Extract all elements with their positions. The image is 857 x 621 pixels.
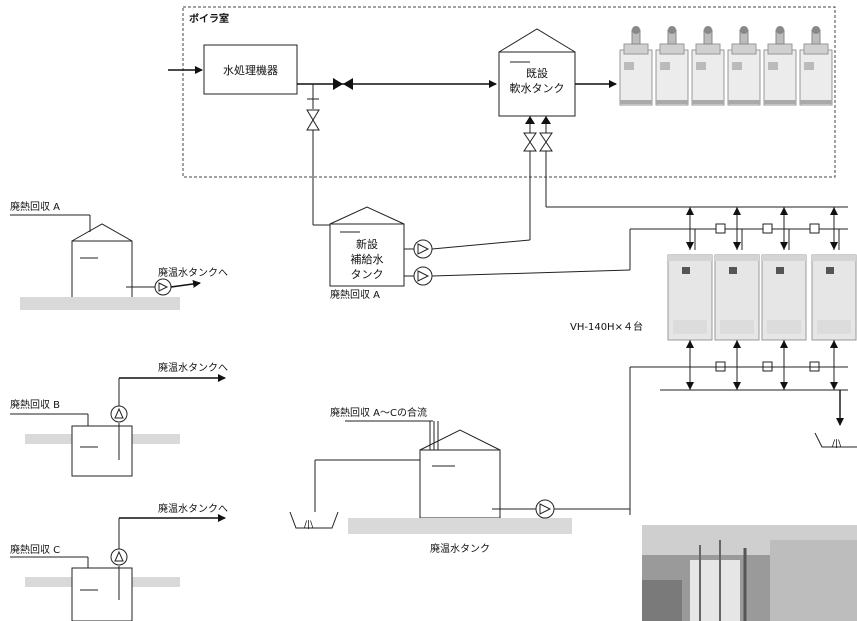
svg-text:既設: 既設 <box>526 66 548 80</box>
svg-text:補給水: 補給水 <box>351 252 384 266</box>
waste-tank-inflow-label: 廃熱回収 A～Cの合流 <box>330 406 427 419</box>
drain-funnel-right: /|\ <box>815 433 857 449</box>
svg-text:新設: 新設 <box>356 237 378 251</box>
waste-hot-water-tank: 廃熱回収 A～Cの合流 /|\ 廃温水タンク <box>290 406 630 555</box>
boiler-bank <box>620 26 832 105</box>
svg-text:/|\: /|\ <box>304 520 314 530</box>
heat-recovery-b-label: 廃熱回収 B <box>10 398 60 411</box>
tank-bottom-valves <box>524 116 552 151</box>
boiler-unit <box>728 26 760 105</box>
boiler-unit <box>800 26 832 105</box>
makeup-water-tank: 新設 補給水 タンク <box>330 207 404 286</box>
waste-tank-caption: 廃温水タンク <box>430 542 490 555</box>
svg-text:軟水タンク: 軟水タンク <box>510 81 565 95</box>
heater-bank <box>668 207 856 390</box>
boiler-unit <box>764 26 796 105</box>
heater-units-label: VH-140H×４台 <box>570 320 643 333</box>
pump-makeup-1 <box>414 240 432 258</box>
heat-recovery-a: 廃熱回収 A 廃温水タンクへ <box>10 200 228 310</box>
pump-makeup-2 <box>414 267 432 285</box>
heat-recovery-b: 廃温水タンクへ 廃熱回収 B <box>10 361 228 476</box>
gate-valve-branch <box>307 110 319 130</box>
heat-recovery-a-to-label: 廃温水タンクへ <box>158 266 228 279</box>
boiler-unit <box>692 26 724 105</box>
boiler-room-label: ボイラ室 <box>189 12 229 25</box>
water-treatment-label: 水処理機器 <box>223 63 278 77</box>
gate-valve-main <box>333 78 353 90</box>
site-photo <box>642 525 857 621</box>
soft-water-tank: 既設 軟水タンク <box>499 29 575 116</box>
makeup-tank-caption: 廃熱回収 A <box>330 288 380 301</box>
boiler-unit <box>620 26 652 105</box>
heat-recovery-a-label: 廃熱回収 A <box>10 200 60 213</box>
heat-recovery-b-to-label: 廃温水タンクへ <box>158 361 228 374</box>
svg-text:タンク: タンク <box>351 268 384 281</box>
boiler-unit <box>656 26 688 105</box>
heat-recovery-c-to-label: 廃温水タンクへ <box>158 502 228 515</box>
heat-recovery-c: 廃温水タンクへ 廃熱回収 C <box>10 502 228 621</box>
heat-recovery-c-label: 廃熱回収 C <box>10 543 60 556</box>
svg-text:/|\: /|\ <box>832 439 842 449</box>
